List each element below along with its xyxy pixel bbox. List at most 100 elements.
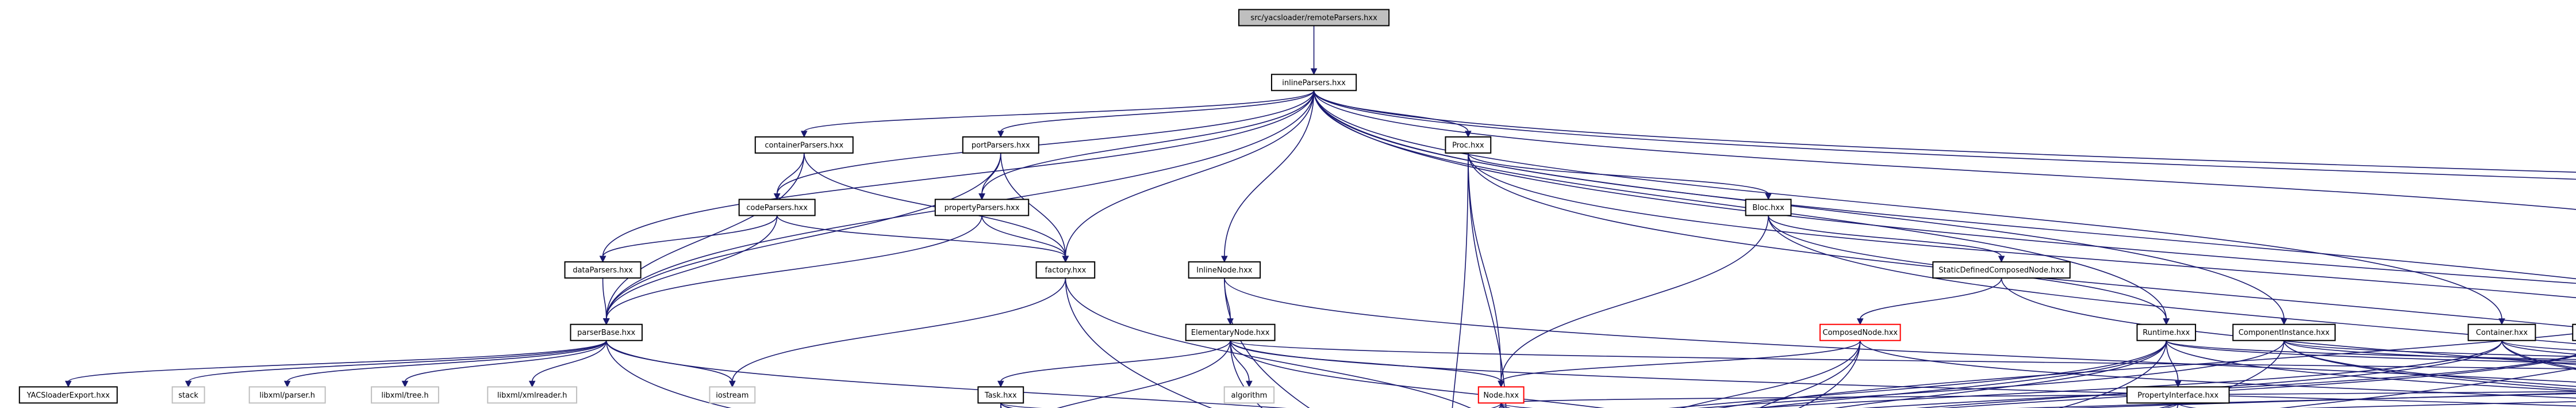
node-box xyxy=(2136,323,2197,341)
graph-node-parserbase[interactable]: parserBase.hxx xyxy=(570,323,643,341)
graph-node-proc[interactable]: Proc.hxx xyxy=(1445,136,1492,154)
node-label: containerParsers.hxx xyxy=(765,141,843,150)
edge-inlineparsers-to-portparsers xyxy=(997,90,1315,138)
arrowhead-icon xyxy=(1310,68,1318,75)
edge-componentinstance-to-list xyxy=(2283,340,2576,362)
node-label: PropertyInterface.hxx xyxy=(2137,391,2218,400)
edge-line xyxy=(2283,340,2576,387)
node-box xyxy=(564,261,642,279)
graph-node-yacsloaderexport[interactable]: YACSloaderExport.hxx xyxy=(18,386,118,404)
edge-inlineparsers-to-typecode xyxy=(1313,90,2576,173)
node-label: dataParsers.hxx xyxy=(573,266,633,275)
node-label: libxml/tree.h xyxy=(381,391,428,400)
node-label: YACSloaderExport.hxx xyxy=(26,391,110,400)
graph-node-elementarynode[interactable]: ElementaryNode.hxx xyxy=(1185,323,1276,341)
edge-line xyxy=(2059,340,2167,408)
graph-node-dataparsers[interactable]: dataParsers.hxx xyxy=(564,261,642,279)
arrowhead-icon xyxy=(599,256,606,263)
edge-proc-to-bloc xyxy=(1468,152,1772,200)
arrowhead-icon xyxy=(773,193,781,200)
edge-node-to-autorefcnt xyxy=(1498,403,1502,408)
node-box xyxy=(570,323,643,341)
graph-node-root[interactable]: src/yacsloader/remoteParsers.hxx xyxy=(1238,9,1390,26)
edge-typecode-to-string xyxy=(1443,278,2576,408)
edge-inlineparsers-to-outputdatastreamport xyxy=(1313,90,2576,210)
node-label: ComponentInstance.hxx xyxy=(2239,329,2330,337)
edge-line xyxy=(1313,90,2576,284)
node-label: libxml/parser.h xyxy=(259,391,315,400)
arrowhead-icon xyxy=(1765,193,1772,200)
edge-line xyxy=(605,340,732,408)
edge-line xyxy=(605,340,733,382)
edge-container-to-yacslibengineexport xyxy=(2501,340,2576,370)
graph-node-task[interactable]: Task.hxx xyxy=(977,386,1024,404)
edge-factory-to-string xyxy=(1065,278,1212,408)
graph-node-containerparsers[interactable]: containerParsers.hxx xyxy=(754,136,854,154)
edge-composednode-to-node xyxy=(1498,340,1861,388)
arrowhead-icon xyxy=(1465,131,1472,138)
edge-line xyxy=(2501,340,2576,370)
edge-line xyxy=(1718,333,2576,408)
edge-line xyxy=(1500,340,1861,382)
edge-datastreamport-to-map xyxy=(2017,393,2576,408)
graph-node-factory[interactable]: factory.hxx xyxy=(1035,261,1096,279)
graph-node-inlineparsers[interactable]: inlineParsers.hxx xyxy=(1270,74,1357,91)
node-box xyxy=(934,199,1030,216)
edge-outport-to-set xyxy=(1862,354,2576,408)
graph-node-runtime[interactable]: Runtime.hxx xyxy=(2136,323,2197,341)
graph-node-codeparsers[interactable]: codeParsers.hxx xyxy=(738,199,816,216)
edge-line xyxy=(404,340,607,382)
graph-node-staticdefinedcomposednode[interactable]: StaticDefinedComposedNode.hxx xyxy=(1932,261,2071,279)
edge-proc-to-list xyxy=(1468,152,2576,299)
graph-node-iostream: iostream xyxy=(709,386,756,404)
arrowhead-icon xyxy=(1498,380,1504,388)
edge-line xyxy=(286,340,607,382)
edge-line xyxy=(1500,391,2576,404)
graph-node-libxml_tree: libxml/tree.h xyxy=(371,386,439,404)
edge-line xyxy=(1313,90,2576,280)
edge-line xyxy=(602,278,607,319)
edge-line xyxy=(1313,90,2502,319)
arrowhead-icon xyxy=(2174,380,2182,388)
graph-node-inlinenode[interactable]: InlineNode.hxx xyxy=(1188,261,1261,279)
node-label: InlineNode.hxx xyxy=(1196,266,1253,275)
arrowhead-icon xyxy=(1062,256,1069,263)
edge-line xyxy=(605,152,1001,319)
node-box xyxy=(1477,386,1525,404)
edge-bloc-to-staticdefinedcomposednode xyxy=(1768,215,2005,263)
graph-node-container[interactable]: Container.hxx xyxy=(2467,323,2536,341)
edge-container-to-refcounter xyxy=(2501,340,2576,351)
edge-runtime-to-conversionexception xyxy=(2166,340,2576,360)
edge-line xyxy=(1000,340,1231,382)
node-label: factory.hxx xyxy=(1045,266,1087,275)
graph-node-composednode[interactable]: ComposedNode.hxx xyxy=(1819,323,1901,341)
edge-proc-to-string xyxy=(1452,152,1469,408)
edge-line xyxy=(605,152,805,319)
graph-node-outport[interactable]: OutPort.hxx xyxy=(2572,323,2576,341)
graph-node-bloc[interactable]: Bloc.hxx xyxy=(1745,199,1792,216)
graph-node-propertyparsers[interactable]: propertyParsers.hxx xyxy=(934,199,1030,216)
edge-codeparsers-to-dataparsers xyxy=(599,215,778,263)
graph-node-propertyinterface[interactable]: PropertyInterface.hxx xyxy=(2126,386,2230,404)
edge-line xyxy=(776,152,805,195)
edge-bloc-to-yacslibengineexport xyxy=(1768,215,2576,345)
edge-line xyxy=(1230,340,2576,369)
edge-line xyxy=(1768,215,2576,345)
node-label: Node.hxx xyxy=(1483,391,1519,400)
edge-line xyxy=(2166,340,2179,382)
edge-portparsers-to-parserbase xyxy=(602,152,1001,325)
graph-node-libxml_parser: libxml/parser.h xyxy=(248,386,326,404)
node-box xyxy=(962,136,1039,154)
edge-line xyxy=(2280,368,2576,408)
edge-line xyxy=(187,340,607,383)
node-box xyxy=(371,386,439,404)
edge-elementarynode-to-string xyxy=(1230,340,1263,408)
graph-node-node[interactable]: Node.hxx xyxy=(1477,386,1525,404)
edge-line xyxy=(1313,90,2576,173)
graph-node-portparsers[interactable]: portParsers.hxx xyxy=(962,136,1039,154)
graph-node-componentinstance[interactable]: ComponentInstance.hxx xyxy=(2232,323,2336,341)
edge-parserbase-to-libxml_parser xyxy=(283,340,607,388)
arrowhead-icon xyxy=(997,131,1004,138)
edge-line xyxy=(2166,340,2576,364)
